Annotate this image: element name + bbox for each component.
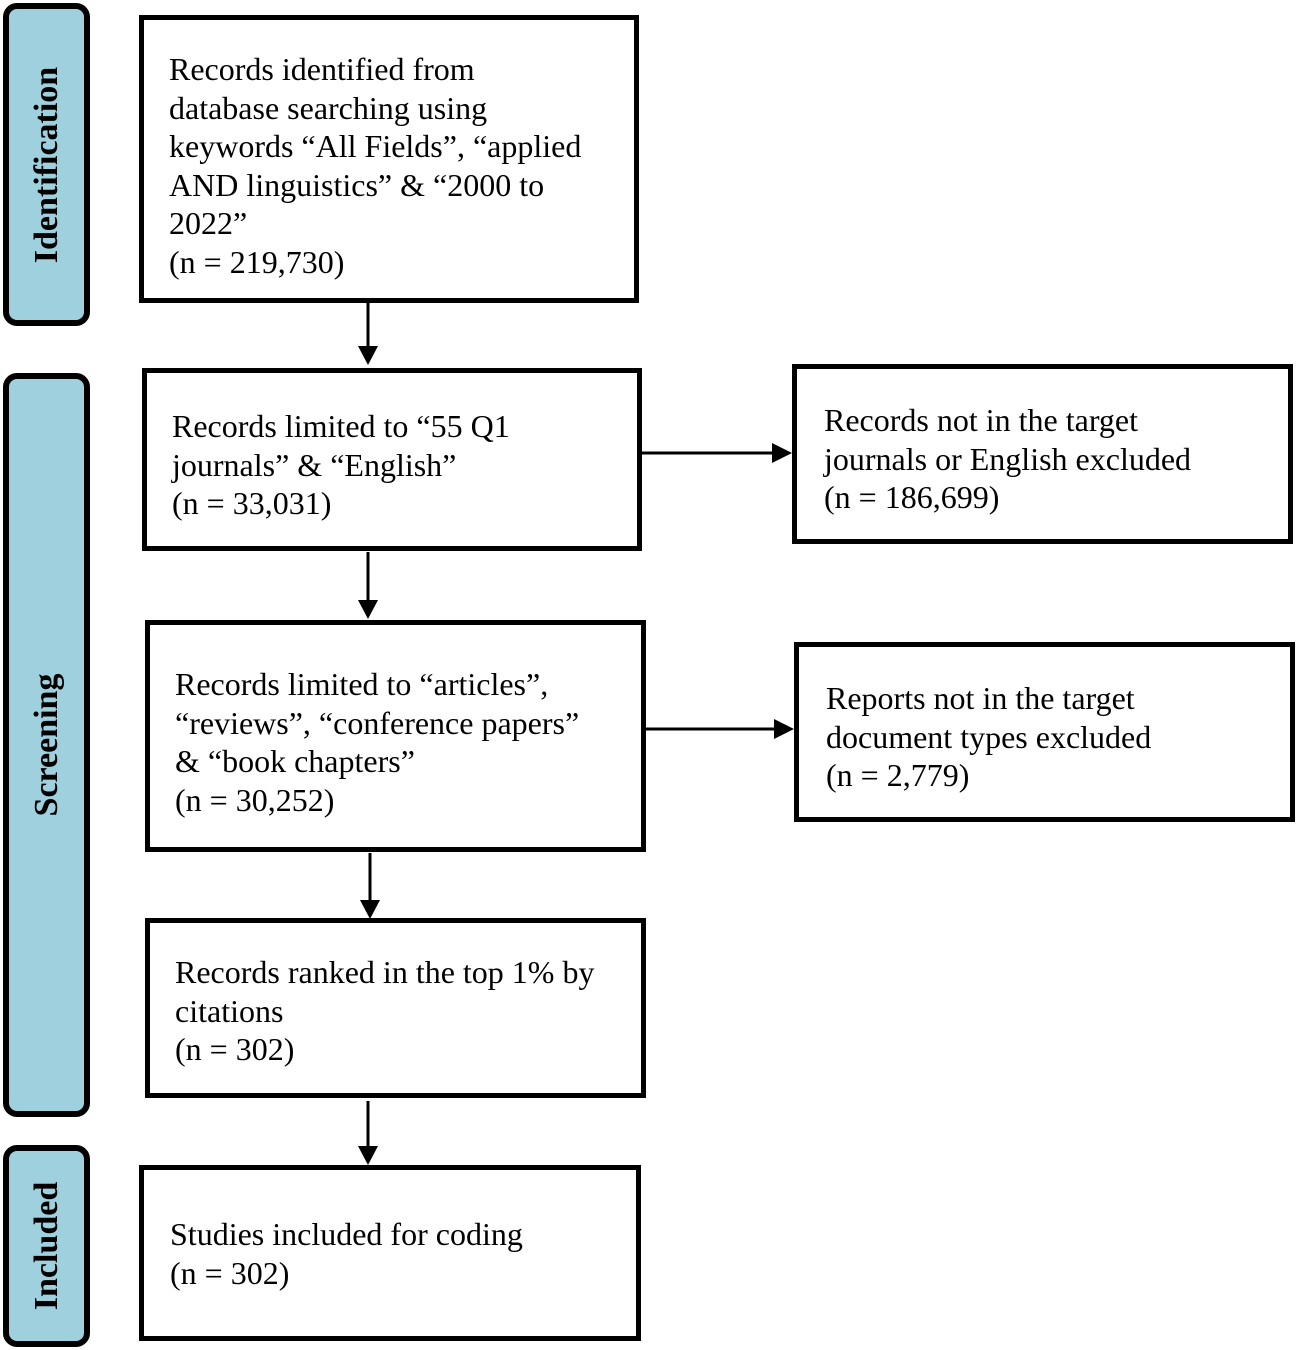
- box-line: citations: [175, 992, 284, 1029]
- box-line: keywords “All Fields”, “applied: [169, 128, 582, 164]
- box-line: & “book chapters”: [175, 743, 415, 779]
- box-studies-included: Studies included for coding (n = 302): [139, 1165, 641, 1341]
- box-line: (n = 2,779): [826, 757, 970, 793]
- box-line: (n = 302): [175, 1031, 295, 1067]
- box-line: AND linguistics” & “2000 to: [169, 166, 545, 203]
- box-line: Records not in the target: [824, 402, 1138, 438]
- box-line: journals” & “English”: [172, 446, 457, 483]
- box-line: Reports not in the target: [826, 680, 1135, 716]
- box-records-excluded-journals: Records not in the target journals or En…: [792, 364, 1293, 544]
- arrowhead: [360, 900, 380, 919]
- phase-identification: Identification: [3, 3, 90, 326]
- arrowhead: [772, 443, 792, 463]
- box-line: Records identified from: [169, 51, 475, 87]
- phase-included: Included: [3, 1145, 90, 1347]
- arrowhead: [358, 346, 378, 365]
- box-line: 2022”: [169, 205, 248, 241]
- box-line: Studies included for coding: [170, 1216, 523, 1252]
- box-line: database searching using: [169, 89, 488, 126]
- box-line: document types excluded: [826, 718, 1152, 755]
- box-records-limited-types: Records limited to “articles”, “reviews”…: [145, 620, 646, 852]
- arrowhead: [358, 1146, 378, 1165]
- phase-screening: Screening: [3, 373, 90, 1117]
- box-line: (n = 302): [170, 1254, 290, 1291]
- arrowhead: [774, 719, 794, 739]
- box-line: Records limited to “55 Q1: [172, 408, 510, 444]
- box-reports-excluded-types: Reports not in the target document types…: [794, 642, 1295, 822]
- box-line: Records limited to “articles”,: [175, 666, 549, 702]
- box-line: journals or English excluded: [824, 440, 1192, 477]
- box-line: (n = 186,699): [824, 479, 1000, 515]
- box-line: (n = 219,730): [169, 243, 345, 280]
- arrowhead: [358, 600, 378, 619]
- box-line: (n = 33,031): [172, 485, 332, 521]
- box-records-identified: Records identified from database searchi…: [139, 15, 639, 303]
- box-records-limited-journals: Records limited to “55 Q1 journals” & “E…: [142, 368, 642, 551]
- box-records-ranked: Records ranked in the top 1% by citation…: [145, 918, 646, 1098]
- box-line: Records ranked in the top 1% by: [175, 954, 595, 990]
- box-line: “reviews”, “conference papers”: [175, 704, 580, 741]
- box-line: (n = 30,252): [175, 781, 335, 818]
